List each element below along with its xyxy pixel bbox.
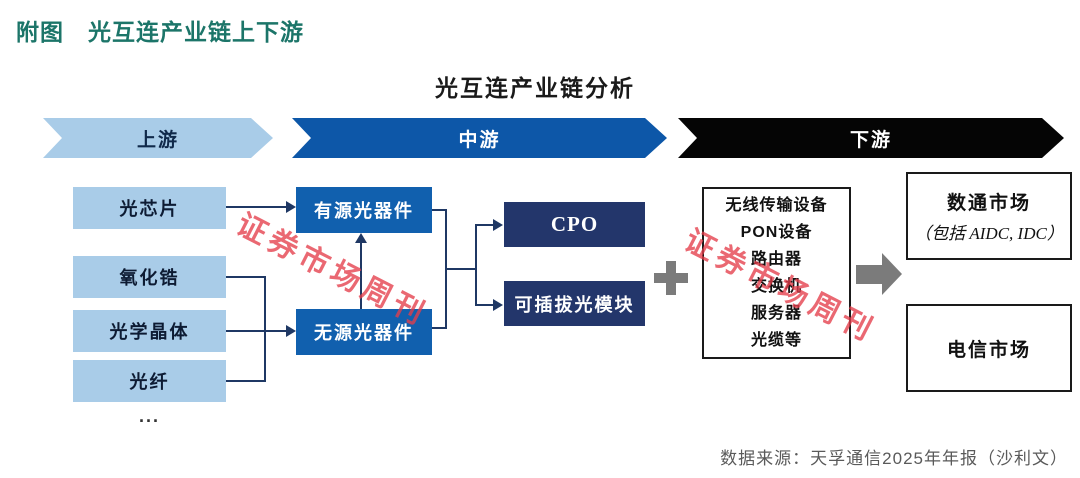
datacom-market-title: 数通市场 — [946, 193, 1031, 214]
box-active-optical-devices: 有源光器件 — [296, 187, 432, 233]
connector-to-pluggable — [475, 304, 495, 306]
box-optical-crystal: 光学晶体 — [73, 310, 226, 352]
connector-fiber — [226, 380, 266, 382]
upstream-ellipsis: ... — [138, 406, 160, 426]
box-passive-optical-devices-label: 无源光器件 — [314, 323, 414, 343]
diagram-title: 光互连产业链分析 — [435, 76, 635, 101]
box-datacom-market: 数通市场 （包括 AIDC, IDC） — [906, 172, 1072, 260]
connector-chip-to-active — [226, 206, 288, 208]
box-optical-fiber-label: 光纤 — [129, 372, 170, 392]
telecom-market-title: 电信市场 — [946, 339, 1031, 361]
connector-split-vertical — [475, 224, 477, 306]
connector-to-cpo — [475, 224, 495, 226]
box-zirconia: 氧化锆 — [73, 256, 226, 298]
box-optical-chip: 光芯片 — [73, 187, 226, 229]
connector-bracket-middle — [445, 268, 477, 270]
connector-passive-right — [432, 327, 447, 329]
box-active-optical-devices-label: 有源光器件 — [314, 201, 414, 221]
datacom-market-subtitle: （包括 AIDC, IDC） — [914, 224, 1064, 243]
box-zirconia-label: 氧化锆 — [119, 268, 180, 288]
box-telecom-market: 电信市场 — [906, 304, 1072, 392]
equipment-item: 光缆等 — [750, 332, 802, 349]
equipment-item: 交换机 — [750, 278, 802, 295]
connector-passive-to-active — [360, 241, 362, 309]
box-cpo: CPO — [504, 202, 645, 247]
box-pluggable-module-label: 可插拔光模块 — [514, 294, 635, 315]
box-equipment-list: 无线传输设备 PON设备 路由器 交换机 服务器 光缆等 — [702, 187, 851, 359]
box-pluggable-module: 可插拔光模块 — [504, 281, 645, 326]
connector-active-right — [432, 209, 447, 211]
box-passive-optical-devices: 无源光器件 — [296, 309, 432, 355]
box-cpo-label: CPO — [550, 212, 599, 236]
connector-crystal-to-passive — [226, 330, 288, 332]
band-midstream: 中游 — [292, 118, 667, 158]
connector-collector-vertical — [264, 276, 266, 382]
page-title: 附图 光互连产业链上下游 — [16, 19, 304, 45]
box-optical-fiber: 光纤 — [73, 360, 226, 402]
box-optical-chip-label: 光芯片 — [119, 199, 180, 219]
band-upstream-label: 上游 — [136, 129, 179, 151]
box-optical-crystal-label: 光学晶体 — [109, 322, 190, 342]
band-midstream-label: 中游 — [458, 129, 501, 151]
arrowhead-to-pluggable — [493, 299, 503, 311]
arrowhead-to-passive — [286, 325, 296, 337]
equipment-item: 路由器 — [750, 251, 802, 268]
connector-zirconia — [226, 276, 266, 278]
data-source: 数据来源：天孚通信2025年年报（沙利文） — [720, 449, 1068, 468]
equipment-item: PON设备 — [740, 224, 813, 241]
arrowhead-passive-to-active — [355, 233, 367, 243]
band-upstream: 上游 — [43, 118, 273, 158]
equipment-item: 服务器 — [750, 305, 802, 322]
band-downstream-label: 下游 — [849, 129, 892, 151]
equipment-item: 无线传输设备 — [725, 197, 828, 214]
band-downstream: 下游 — [678, 118, 1064, 158]
arrowhead-chip-to-active — [286, 201, 296, 213]
arrowhead-to-cpo — [493, 219, 503, 231]
